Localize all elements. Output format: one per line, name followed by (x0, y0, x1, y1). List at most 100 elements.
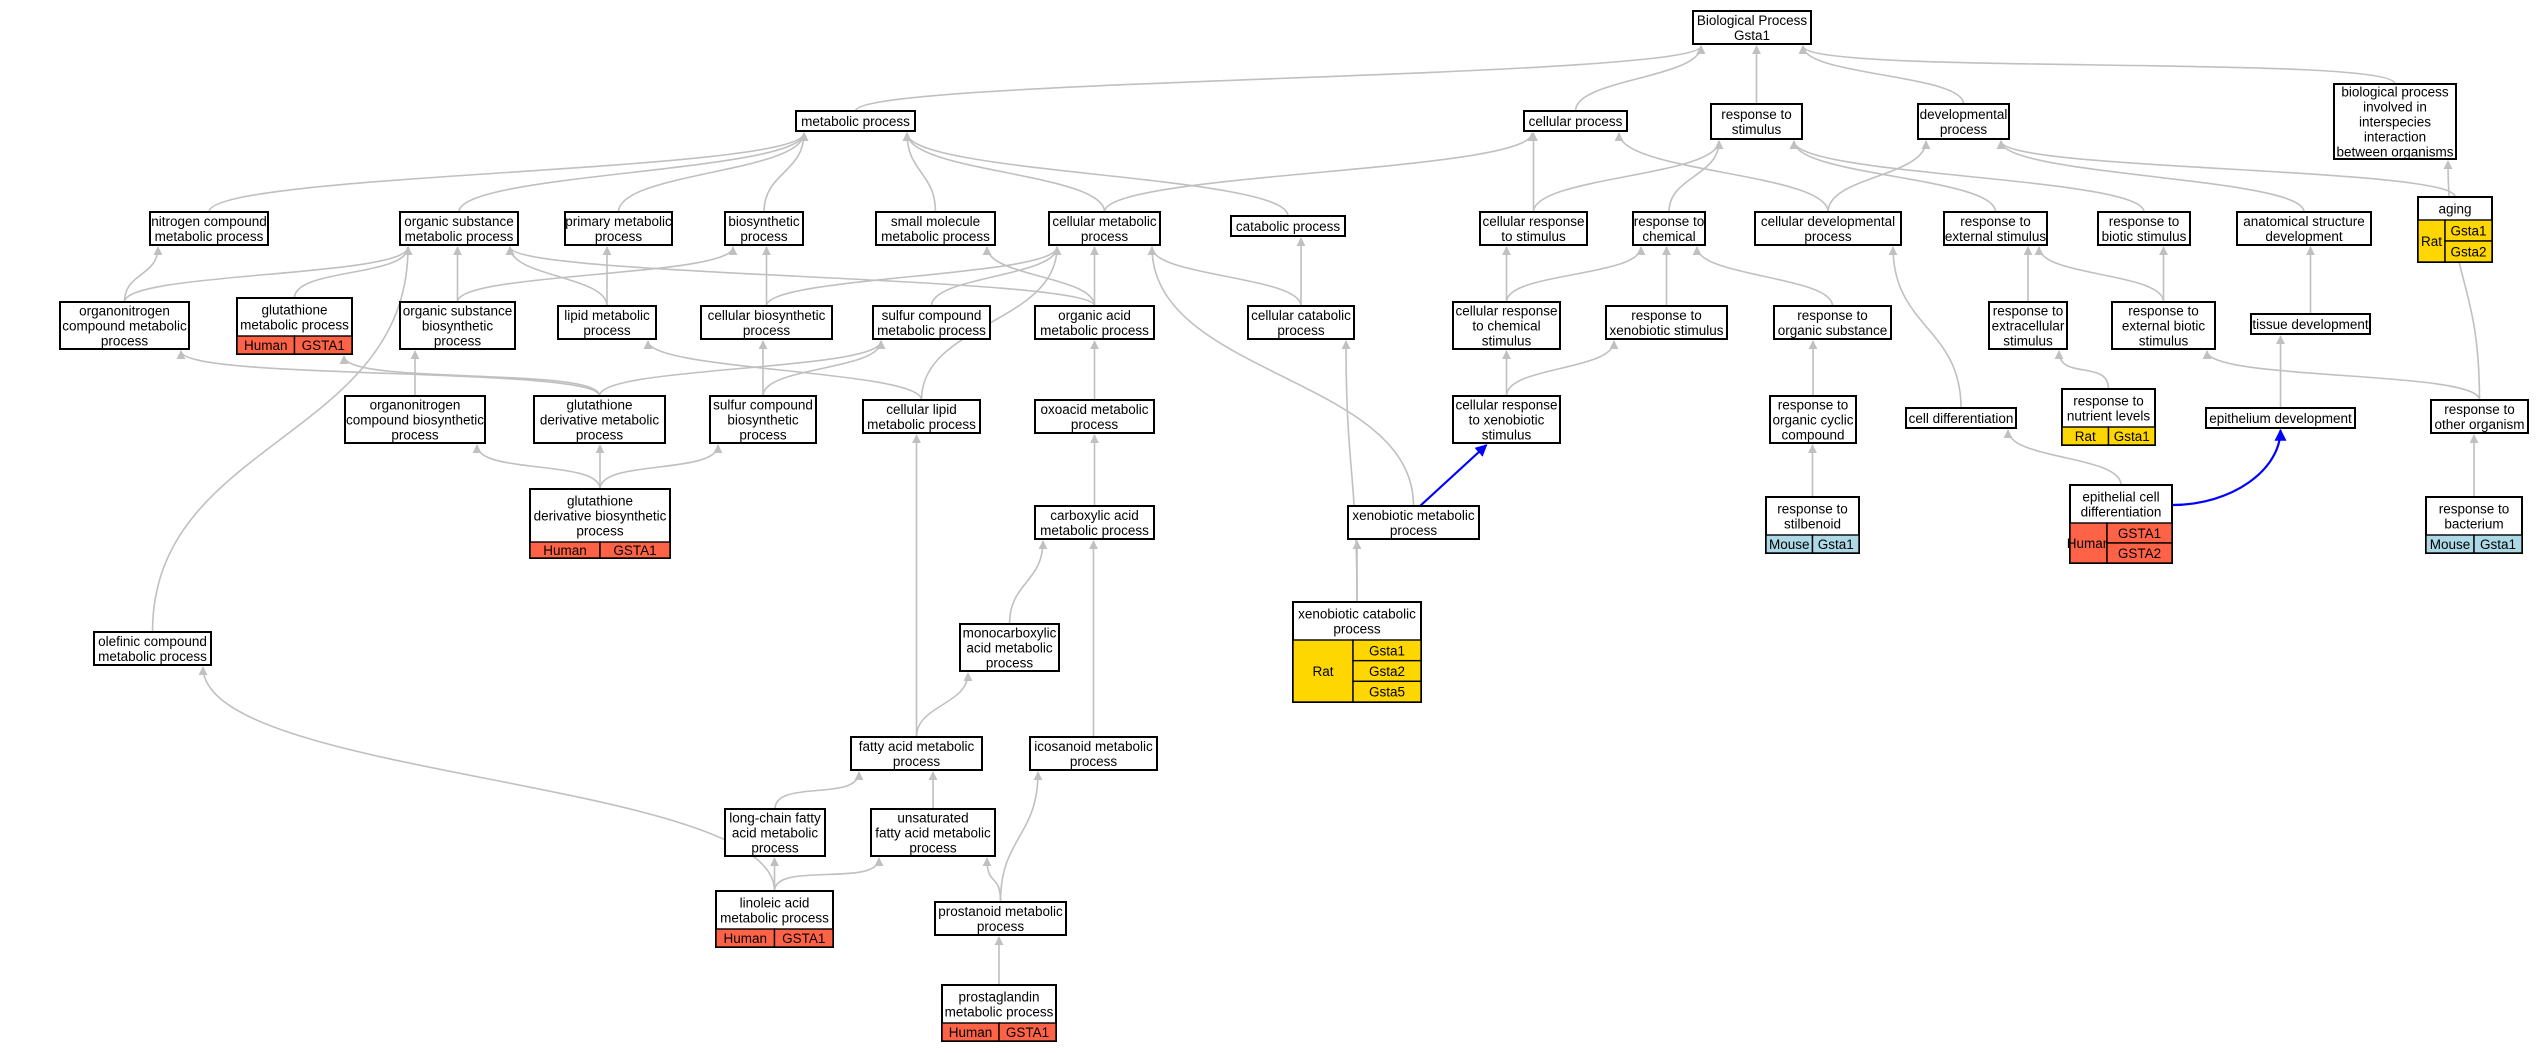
node-label-line: process (893, 754, 941, 769)
node-label-line: differentiation (2081, 505, 2162, 520)
node-label-line: response to (1721, 107, 1792, 122)
node-label-line: stimulus (2139, 334, 2189, 349)
edge-response-other-organism-to-response-external-biotic (2202, 350, 2481, 401)
node-label-line: metabolic process (240, 318, 349, 333)
edge-developmental-to-root (1798, 45, 1965, 105)
node-label-line: response to (1631, 308, 1702, 323)
edge-cellular-response-stimulus-to-response-stimulus (1532, 140, 1724, 213)
node-box (870, 808, 996, 857)
node-label-line: response to (1993, 304, 2064, 319)
node-box (1034, 399, 1155, 434)
node-label-line: metabolic process (1040, 323, 1149, 338)
node-label-line: biotic stimulus (2102, 229, 2187, 244)
node-label-line: process (740, 229, 788, 244)
gene-label: Gsta1 (2450, 224, 2486, 239)
species-label: Rat (1312, 664, 1333, 679)
node-cellular[interactable]: cellular process (1523, 110, 1628, 132)
node-box (1452, 301, 1561, 350)
node-label-line: cellular process (1529, 114, 1623, 129)
node-label-line: lipid metabolic (564, 308, 650, 323)
node-label-line: between organisms (2336, 145, 2453, 160)
gene-cell (998, 1022, 1057, 1042)
edge-response-external-to-response-stimulus (1789, 140, 1997, 213)
node-label-line: process (434, 334, 482, 349)
edge-aging-to-developmental (1996, 140, 2456, 198)
species-cell (1292, 639, 1354, 703)
node-xenobiotic-catabolic[interactable]: xenobiotic catabolicprocessRatGsta1Gsta2… (1292, 601, 1422, 703)
node-metabolic[interactable]: metabolic process (795, 110, 916, 132)
node-label-line: chemical (1642, 229, 1695, 244)
node-label-line: response to (1778, 398, 1849, 413)
node-label-line: compound metabolic (62, 319, 187, 334)
node-catabolic[interactable]: catabolic process (1230, 215, 1346, 237)
node-label-line: metabolic process (155, 229, 264, 244)
node-label-line: metabolic process (720, 911, 829, 926)
edge-catabolic-to-metabolic (902, 132, 1289, 217)
node-label-line: response to (2444, 402, 2515, 417)
node-label-line: anatomical structure (2243, 214, 2365, 229)
node-label-line: development (2265, 229, 2343, 244)
node-label-line: metabolic process (867, 417, 976, 432)
node-epithelium-development[interactable]: epithelium development (2205, 407, 2356, 429)
node-label-line: xenobiotic catabolic (1298, 607, 1416, 622)
node-tissue-development[interactable]: tissue development (2250, 313, 2371, 335)
node-box (344, 395, 486, 444)
node-label-line: response to (1634, 214, 1705, 229)
node-cell-differentiation[interactable]: cell differentiation (1905, 407, 2017, 429)
node-epithelial-cell[interactable]: epithelial celldifferentiationHumanGSTA1… (2067, 484, 2173, 564)
